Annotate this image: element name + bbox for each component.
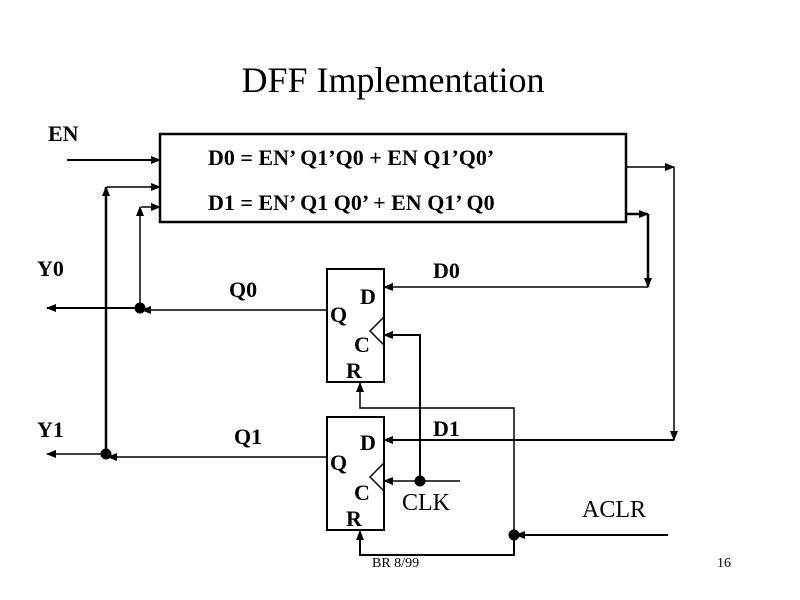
dff0: D Q C R bbox=[326, 268, 385, 383]
label-d1: D1 bbox=[433, 416, 460, 441]
dff0-pin-q: Q bbox=[330, 302, 347, 327]
wire-aclr-to-dff1 bbox=[356, 530, 515, 556]
label-y0: Y0 bbox=[37, 256, 64, 281]
dff1-pin-c: C bbox=[354, 480, 370, 505]
label-d0: D0 bbox=[433, 258, 460, 283]
dff0-pin-r: R bbox=[346, 358, 363, 383]
dff1-body bbox=[326, 416, 385, 531]
equation-d1: D1 = EN’ Q1 Q0’ + EN Q1’ Q0 bbox=[208, 190, 495, 215]
dff0-clock-triangle bbox=[368, 316, 385, 346]
footer-text: BR 8/99 bbox=[372, 556, 419, 571]
label-clk: CLK bbox=[402, 490, 451, 516]
wire-aclr-to-dff0 bbox=[356, 382, 515, 535]
dff0-body bbox=[326, 268, 385, 383]
wire-clk-to-dff0 bbox=[383, 331, 421, 481]
label-q0: Q0 bbox=[229, 277, 257, 302]
dff1-clock-triangle bbox=[368, 462, 385, 492]
dff1: D Q C R bbox=[326, 416, 385, 531]
dff1-pin-r: R bbox=[346, 506, 363, 531]
equation-d0: D0 = EN’ Q1’Q0 + EN Q1’Q0’ bbox=[208, 145, 494, 170]
dff1-pin-q: Q bbox=[330, 450, 347, 475]
dff1-pin-d: D bbox=[360, 430, 376, 455]
label-y1: Y1 bbox=[37, 417, 64, 442]
dff0-pin-c: C bbox=[354, 332, 370, 357]
dff0-pin-d: D bbox=[360, 284, 376, 309]
junction-q0 bbox=[134, 302, 146, 314]
label-aclr: ACLR bbox=[582, 497, 646, 523]
label-en: EN bbox=[48, 121, 79, 146]
label-q1: Q1 bbox=[234, 424, 262, 449]
junction-q1 bbox=[100, 448, 112, 460]
slide-title: DFF Implementation bbox=[242, 60, 545, 100]
logic-block bbox=[158, 132, 628, 224]
page-number: 16 bbox=[717, 556, 731, 571]
